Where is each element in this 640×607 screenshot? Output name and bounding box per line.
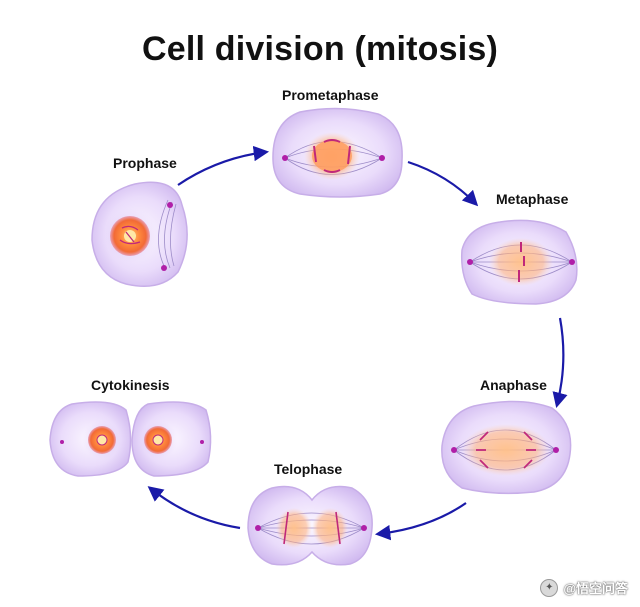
centrosome	[553, 447, 559, 453]
label-prometaphase: Prometaphase	[282, 87, 379, 103]
wukong-logo-icon: ✦	[540, 578, 559, 597]
prometaphase-cell	[272, 107, 403, 198]
centrosome	[451, 447, 457, 453]
label-telophase: Telophase	[274, 461, 343, 477]
label-cytokinesis: Cytokinesis	[91, 377, 170, 393]
centrosome	[167, 202, 173, 208]
centrosome	[161, 265, 167, 271]
watermark: ✦ @悟空问答	[540, 578, 628, 597]
centrosome	[282, 155, 288, 161]
prophase-cell	[91, 181, 188, 287]
centrosome	[255, 525, 261, 531]
label-metaphase: Metaphase	[496, 191, 569, 207]
label-prophase: Prophase	[113, 155, 177, 171]
centrosome	[200, 440, 204, 444]
cytokinesis-cells	[49, 401, 212, 477]
diagram-title: Cell division (mitosis)	[142, 30, 498, 68]
telophase-cell	[247, 485, 373, 566]
watermark-text: @悟空问答	[563, 581, 628, 596]
centrosome	[361, 525, 367, 531]
label-anaphase: Anaphase	[480, 377, 547, 393]
arrow-prophase-to-prometaphase	[177, 145, 270, 186]
metaphase-cell	[460, 219, 578, 305]
centrosome	[467, 259, 473, 265]
centrosome	[60, 440, 64, 444]
anaphase-cell	[441, 400, 572, 495]
arrow-prometaphase-to-metaphase	[407, 160, 479, 207]
cycle-arrows	[147, 145, 568, 541]
arrow-telophase-to-cytokinesis	[147, 486, 241, 530]
centrosome	[379, 155, 385, 161]
centrosome	[569, 259, 575, 265]
arrow-anaphase-to-telophase	[374, 502, 467, 541]
arrow-metaphase-to-anaphase	[552, 317, 568, 408]
